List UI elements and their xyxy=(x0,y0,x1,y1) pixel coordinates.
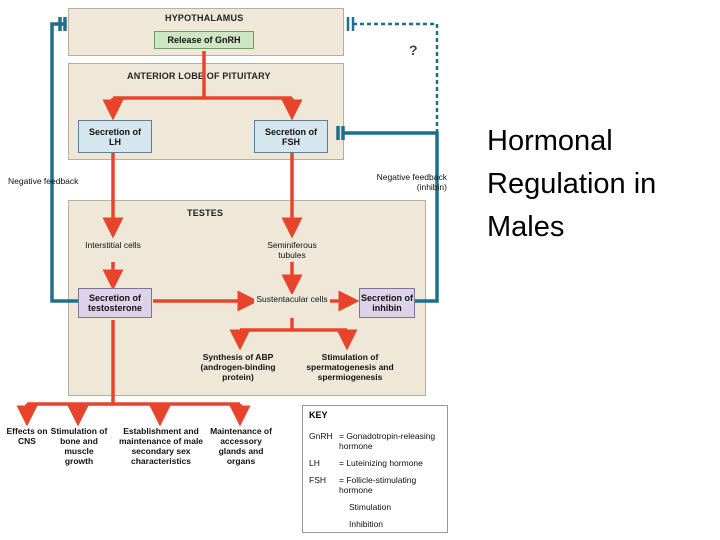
seminiferous-tubules-label: Seminiferous tubules xyxy=(267,240,317,260)
effect-sex-characteristics-label: Establishment and maintenance of male se… xyxy=(118,426,204,466)
inhibition-inhibin-to-fsh xyxy=(343,131,439,303)
slide-title: Hormonal Regulation in Males xyxy=(487,125,657,243)
inhibin-secretion-label: Secretion of inhibin xyxy=(361,293,414,313)
inhibition-dashed-to-hypothalamus xyxy=(350,22,439,133)
inhibition-testosterone-to-hypothalamus xyxy=(50,22,78,303)
key-lh-def: = Luteinizing hormone xyxy=(339,458,423,468)
key-gnrh-def: = Gonadotropin-releasing hormone xyxy=(339,431,436,451)
legend-key: KEY GnRH = Gonadotropin-releasing hormon… xyxy=(302,405,448,533)
key-lh-abbr: LH xyxy=(309,458,320,468)
lh-secretion-label: Secretion of LH xyxy=(88,126,141,147)
gnrh-release-box: Release of GnRH xyxy=(154,31,254,49)
spermatogenesis-label: Stimulation of spermatogenesis and sperm… xyxy=(306,352,394,382)
negative-feedback-inhibin-label: Negative feedback (inhibin) xyxy=(376,172,447,192)
key-inhibition-label: Inhibition xyxy=(349,519,384,529)
hypothalamus-title: HYPOTHALAMUS xyxy=(165,13,244,23)
key-fsh-def: = Follicle-stimulating hormone xyxy=(339,475,417,495)
testosterone-secretion-label: Secretion of testosterone xyxy=(87,293,142,313)
testosterone-secretion-box: Secretion of testosterone xyxy=(78,288,152,318)
fsh-secretion-label: Secretion of FSH xyxy=(264,126,317,147)
effect-accessory-glands-label: Maintenance of accessory glands and orga… xyxy=(210,426,272,466)
fsh-secretion-box: Secretion of FSH xyxy=(254,120,328,153)
negative-feedback-left-label: Negative feedback xyxy=(8,176,79,186)
effect-bone-muscle-label: Stimulation of bone and muscle growth xyxy=(50,426,108,466)
inhibin-secretion-box: Secretion of inhibin xyxy=(359,288,415,318)
effect-cns-label: Effects on CNS xyxy=(6,426,48,446)
key-fsh-abbr: FSH xyxy=(309,475,326,485)
interstitial-cells-label: Interstitial cells xyxy=(85,240,141,250)
lh-secretion-box: Secretion of LH xyxy=(78,120,152,153)
key-title: KEY xyxy=(309,410,328,420)
abp-synthesis-label: Synthesis of ABP (androgen-binding prote… xyxy=(200,352,276,382)
sustentacular-cells-label: Sustentacular cells xyxy=(254,294,330,304)
key-gnrh-abbr: GnRH xyxy=(309,431,333,441)
unknown-mechanism-mark: ? xyxy=(409,42,418,58)
pituitary-title: ANTERIOR LOBE OF PITUITARY xyxy=(127,71,271,81)
key-stimulation-label: Stimulation xyxy=(349,502,392,512)
testes-title: TESTES xyxy=(187,208,224,218)
